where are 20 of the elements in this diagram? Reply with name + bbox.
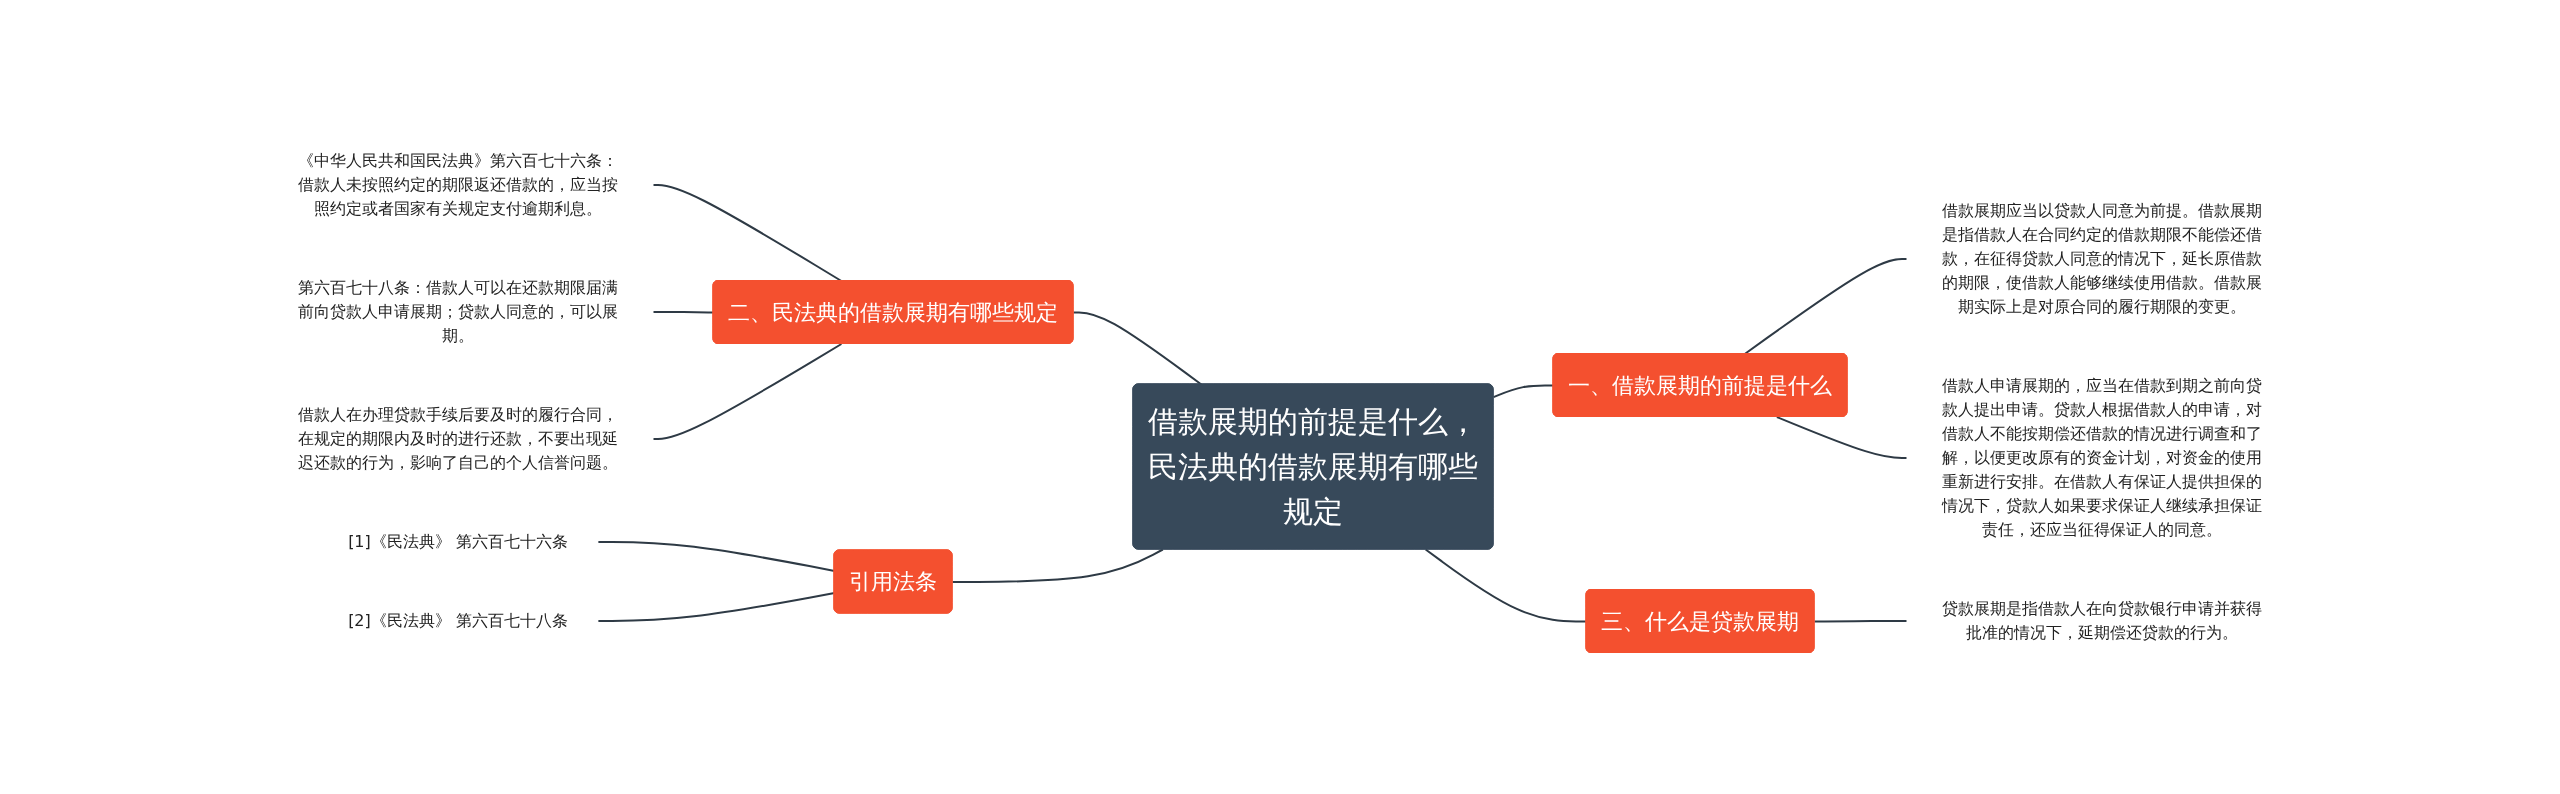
node-text: [2]《民法典》 第六百七十八条 xyxy=(348,611,568,630)
connector xyxy=(652,343,843,440)
connector xyxy=(596,541,836,572)
node-text: 借款人在办理贷款手续后要及时的履行合同，在规定的期限内及时的进行还款，不要出现延迟还款的行为，影响了自己的个人信誉问题。 xyxy=(298,405,618,472)
connector xyxy=(1424,548,1588,623)
node-text: 《中华人民共和国民法典》第六百七十六条：借款人未按照约定的期限返还借款的，应当按照约定或者国家有关规定支付逾期利息。 xyxy=(298,151,618,218)
node-text: [1]《民法典》 第六百七十六条 xyxy=(348,532,568,551)
connector xyxy=(596,592,836,622)
connector xyxy=(1813,620,1908,623)
connector xyxy=(951,548,1164,583)
node-text: 借款展期应当以贷款人同意为前提。借款展期是指借款人在合同约定的借款期限不能偿还借款，在征得贷款人同意的情况下，延长原借款的期限，使借款人能够继续使用借款。借款展期实际上是对原合同的履行期限的变更。 xyxy=(1942,201,2262,316)
connector xyxy=(652,184,843,282)
connector xyxy=(652,311,715,314)
node-text: 第六百七十八条：借款人可以在还款期限届满前向贷款人申请展期；贷款人同意的，可以展期。 xyxy=(298,278,618,345)
node-text: 借款人申请展期的，应当在借款到期之前向贷款人提出申请。贷款人根据借款人的申请，对借款人不能按期偿还借款的情况进行调查和了解，以便更改原有的资金计划，对资金的使用重新进行安排。在借款人有保证人提供担保的情况下，贷款人如果要求保证人继续承担保证责任，还应当征得保证人的同意。 xyxy=(1942,376,2262,539)
connector xyxy=(1743,258,1908,355)
connector xyxy=(1072,311,1203,386)
node-text: 贷款展期是指借款人在向贷款银行申请并获得批准的情况下，延期偿还贷款的行为。 xyxy=(1942,599,2262,642)
connector xyxy=(1492,384,1555,399)
connector xyxy=(1775,416,1908,459)
